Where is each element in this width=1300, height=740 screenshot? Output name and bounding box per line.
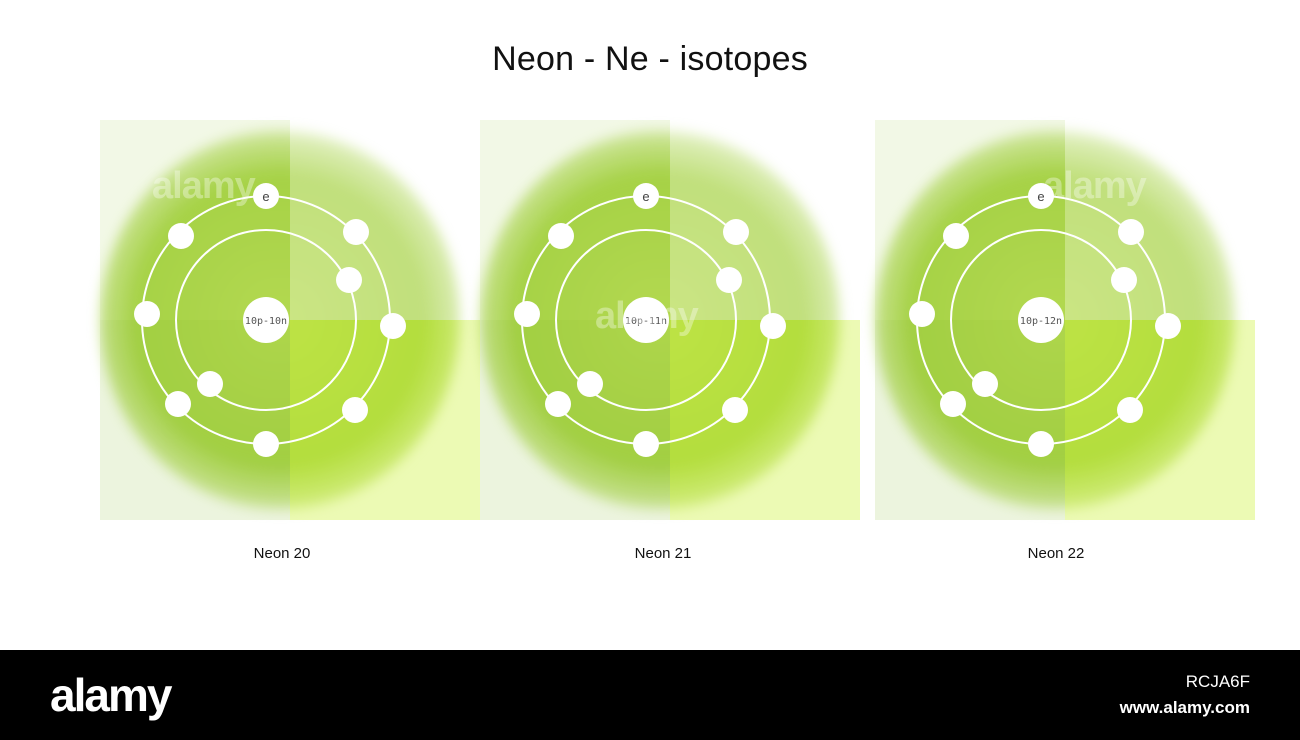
bohr-model: 10p-12n e [909, 183, 1181, 457]
quadrant-top-left [875, 120, 1065, 320]
electron [1117, 397, 1143, 423]
electron [716, 267, 742, 293]
electron [633, 431, 659, 457]
footer-logo: alamy [50, 669, 172, 721]
atom-diagram-neon-21: 10p-11n e alamy [470, 120, 860, 520]
electron [909, 301, 935, 327]
nucleus-label: 10p-11n [625, 316, 667, 327]
atom-diagram-neon-22: 10p-12n e alamy [865, 120, 1255, 520]
bohr-model: 10p-10n e [134, 183, 406, 457]
quadrant-top-left [100, 120, 290, 320]
electron [380, 313, 406, 339]
electron-symbol: e [1037, 189, 1044, 204]
electron [1028, 183, 1054, 209]
bohr-model: 10p-11n e [514, 183, 786, 457]
electron [972, 371, 998, 397]
footer-image-id: RCJA6F [1185, 672, 1250, 691]
electron [253, 431, 279, 457]
electron [940, 391, 966, 417]
nucleus-label: 10p-12n [1020, 316, 1062, 327]
nucleus [1018, 297, 1064, 343]
electron [1155, 313, 1181, 339]
atom-label-neon-21: Neon 21 [634, 545, 692, 562]
electron [723, 219, 749, 245]
footer-bar: alamy RCJA6F www.alamy.com [0, 650, 1300, 740]
electron [1028, 431, 1054, 457]
electron-symbol: e [262, 189, 269, 204]
electron [343, 219, 369, 245]
electron [253, 183, 279, 209]
nucleus [243, 297, 289, 343]
watermark: alamy [152, 165, 256, 207]
nucleus [623, 297, 669, 343]
page-title: Neon - Ne - isotopes [492, 40, 808, 78]
quadrant-bottom-left [875, 320, 1065, 520]
electron [577, 371, 603, 397]
inner-shell [175, 229, 357, 411]
quadrant-bottom-left [480, 320, 670, 520]
quadrant-bottom-left [100, 320, 290, 520]
inner-shell [555, 229, 737, 411]
electron [336, 267, 362, 293]
electron [548, 223, 574, 249]
electron [134, 301, 160, 327]
electron-symbol: e [642, 189, 649, 204]
electron [633, 183, 659, 209]
quadrant-top-left [480, 120, 670, 320]
electron [514, 301, 540, 327]
electron [760, 313, 786, 339]
electron [545, 391, 571, 417]
electron [1118, 219, 1144, 245]
watermark: alamy [1043, 165, 1147, 207]
atom-label-neon-22: Neon 22 [1027, 545, 1085, 562]
electron [943, 223, 969, 249]
electron [1111, 267, 1137, 293]
atom-diagram-neon-20: 10p-10n e alamy [90, 120, 480, 520]
electron [165, 391, 191, 417]
electron [197, 371, 223, 397]
inner-shell [950, 229, 1132, 411]
electron [168, 223, 194, 249]
atom-label-neon-20: Neon 20 [253, 545, 311, 562]
electron [342, 397, 368, 423]
electron [722, 397, 748, 423]
watermark: alamy [595, 295, 699, 337]
footer-url: www.alamy.com [1119, 698, 1250, 717]
nucleus-label: 10p-10n [245, 316, 287, 327]
